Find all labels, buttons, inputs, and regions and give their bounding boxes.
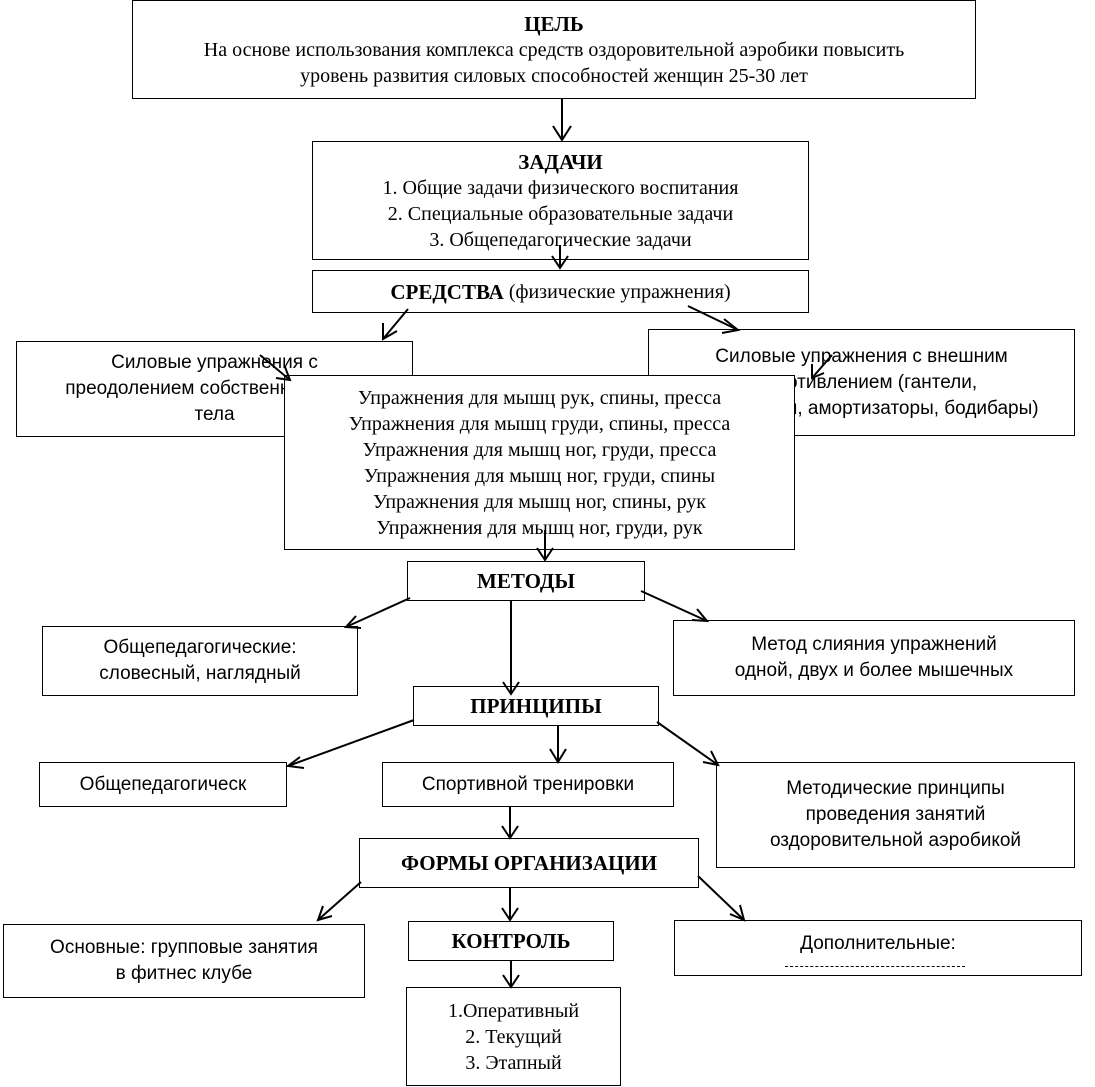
- exercises-box: Упражнения для мышц рук, спины, пресса У…: [284, 375, 795, 550]
- methods-title: МЕТОДЫ: [477, 569, 575, 593]
- means-left-line-3: тела: [194, 404, 235, 425]
- control-item: 2. Текущий: [465, 1025, 562, 1048]
- forms-right-dashed-line: [785, 966, 965, 967]
- arrow-methods-to-right: [640, 590, 708, 622]
- forms-box: ФОРМЫ ОРГАНИЗАЦИИ: [359, 838, 699, 888]
- means-subtitle: (физические упражнения): [508, 280, 731, 303]
- tasks-item-1: 1. Общие задачи физического воспитания: [382, 176, 739, 199]
- methods-right-box: Метод слияния упражнений одной, двух и б…: [673, 620, 1075, 696]
- arrow-principles-to-left: [287, 719, 415, 767]
- arrow-forms-to-left: [317, 881, 362, 921]
- arrowhead: [549, 748, 567, 764]
- forms-left-line-1: Основные: групповые занятия: [50, 937, 318, 958]
- arrowhead: [552, 125, 572, 142]
- tasks-box: ЗАДАЧИ 1. Общие задачи физического воспи…: [312, 141, 809, 260]
- control-box: КОНТРОЛЬ: [408, 921, 614, 961]
- tasks-item-3: 3. Общепедагогические задачи: [429, 228, 692, 251]
- arrow-means-to-left: [382, 308, 409, 340]
- control-item: 3. Этапный: [465, 1051, 562, 1074]
- means-right-line-1: Силовые упражнения с внешним: [715, 345, 1008, 367]
- arrowhead: [501, 907, 519, 922]
- principles-right-line-1: Методические принципы: [786, 778, 1005, 799]
- forms-title: ФОРМЫ ОРГАНИЗАЦИИ: [400, 851, 658, 875]
- forms-right-box: Дополнительные:: [674, 920, 1082, 976]
- exercise-item: Упражнения для мышц груди, спины, пресса: [348, 412, 731, 435]
- arrowhead: [729, 904, 746, 922]
- means-title: СРЕДСТВА: [390, 279, 504, 304]
- principles-center-box: Спортивной тренировки: [382, 762, 674, 807]
- methods-box: МЕТОДЫ: [407, 561, 645, 601]
- goal-line-2: уровень развития силовых способностей же…: [300, 64, 808, 87]
- principles-right-box: Методические принципы проведения занятий…: [716, 762, 1075, 868]
- principles-center-text: Спортивной тренировки: [421, 773, 635, 795]
- means-right-line-2: сопротивлением (гантели,: [745, 371, 978, 393]
- principles-left-text: Общепедагогическ: [79, 773, 247, 795]
- principles-right-line-3: оздоровительной аэробикой: [769, 830, 1022, 851]
- goal-title: ЦЕЛЬ: [524, 11, 584, 36]
- control-items-box: 1.Оперативный 2. Текущий 3. Этапный: [406, 987, 621, 1086]
- forms-left-box: Основные: групповые занятия в фитнес клу…: [3, 924, 365, 998]
- arrow-principles-to-right: [656, 721, 719, 766]
- exercise-item: Упражнения для мышц ног, груди, пресса: [362, 438, 717, 461]
- arrowhead: [316, 905, 333, 922]
- goal-line-1: На основе использования комплекса средст…: [203, 38, 905, 61]
- principles-right-line-2: проведения занятий: [805, 804, 986, 825]
- arrowhead: [382, 323, 398, 341]
- methods-right-line-2: одной, двух и более мышечных: [734, 660, 1014, 681]
- means-left-line-1: Силовые упражнения с: [111, 352, 318, 373]
- means-box: СРЕДСТВА (физические упражнения): [312, 270, 809, 313]
- methods-left-line-2: словесный, наглядный: [99, 663, 301, 684]
- exercise-item: Упражнения для мышц рук, спины, пресса: [357, 386, 722, 409]
- arrow-methods-to-left: [345, 597, 411, 628]
- principles-left-box: Общепедагогическ: [39, 762, 287, 807]
- tasks-title: ЗАДАЧИ: [518, 149, 603, 174]
- arrow-forms-to-right: [697, 875, 745, 921]
- arrowhead: [501, 825, 519, 840]
- methods-left-box: Общепедагогические: словесный, наглядный: [42, 626, 358, 696]
- exercise-item: Упражнения для мышц ног, груди, спины: [363, 464, 716, 487]
- methods-right-line-1: Метод слияния упражнений: [751, 634, 997, 655]
- forms-left-line-2: в фитнес клубе: [115, 963, 253, 984]
- arrowhead: [502, 974, 520, 989]
- exercise-item: Упражнения для мышц ног, груди, рук: [376, 516, 703, 539]
- principles-box: ПРИНЦИПЫ: [413, 686, 659, 726]
- methods-left-line-1: Общепедагогические:: [103, 637, 297, 658]
- arrowhead: [285, 756, 305, 769]
- forms-right-text: Дополнительные:: [800, 933, 956, 954]
- control-title: КОНТРОЛЬ: [451, 929, 571, 953]
- tasks-item-2: 2. Специальные образовательные задачи: [387, 202, 734, 225]
- principles-title: ПРИНЦИПЫ: [470, 694, 602, 718]
- control-item: 1.Оперативный: [447, 999, 580, 1022]
- exercise-item: Упражнения для мышц ног, спины, рук: [372, 490, 707, 513]
- goal-box: ЦЕЛЬ На основе использования комплекса с…: [132, 0, 976, 99]
